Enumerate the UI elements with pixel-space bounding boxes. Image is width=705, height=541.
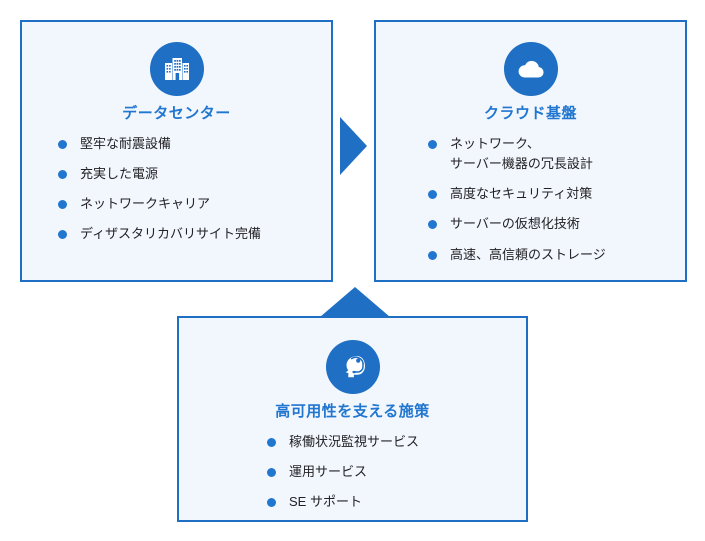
cloud-icon	[503, 42, 558, 96]
panel-title: クラウド基盤	[483, 105, 577, 122]
headset-support-icon	[325, 340, 380, 394]
panel-cloud-platform: クラウド基盤 ネットワーク、 サーバー機器の冗長設計 高度なセキュリティ対策 サ…	[374, 20, 687, 282]
list-item: 運用サービス	[267, 462, 419, 482]
feature-list: ネットワーク、 サーバー機器の冗長設計 高度なセキュリティ対策 サーバーの仮想化…	[428, 134, 606, 265]
list-item: 高度なセキュリティ対策	[428, 184, 606, 204]
panel-high-availability-measures: 高可用性を支える施策 稼働状況監視サービス 運用サービス SE サポート	[177, 316, 528, 522]
feature-list: 堅牢な耐震設備 充実した電源 ネットワークキャリア ディザスタリカバリサイト完備	[58, 134, 261, 245]
list-item: 高速、高信頼のストレージ	[428, 245, 606, 265]
list-item: 堅牢な耐震設備	[58, 134, 261, 154]
arrow-up-icon	[320, 287, 390, 317]
list-item: SE サポート	[267, 492, 419, 512]
building-icon	[149, 42, 204, 96]
list-item: 稼働状況監視サービス	[267, 432, 419, 452]
list-item: 充実した電源	[58, 164, 261, 184]
panel-title: 高可用性を支える施策	[275, 403, 430, 420]
list-item: ネットワークキャリア	[58, 194, 261, 214]
panel-title: データセンター	[122, 105, 231, 122]
arrow-right-icon	[340, 117, 367, 175]
panel-data-center: データセンター 堅牢な耐震設備 充実した電源 ネットワークキャリア ディザスタリ…	[20, 20, 333, 282]
list-item: ディザスタリカバリサイト完備	[58, 224, 261, 244]
feature-list: 稼働状況監視サービス 運用サービス SE サポート	[267, 432, 419, 512]
list-item: サーバーの仮想化技術	[428, 214, 606, 234]
list-item: ネットワーク、 サーバー機器の冗長設計	[428, 134, 606, 174]
